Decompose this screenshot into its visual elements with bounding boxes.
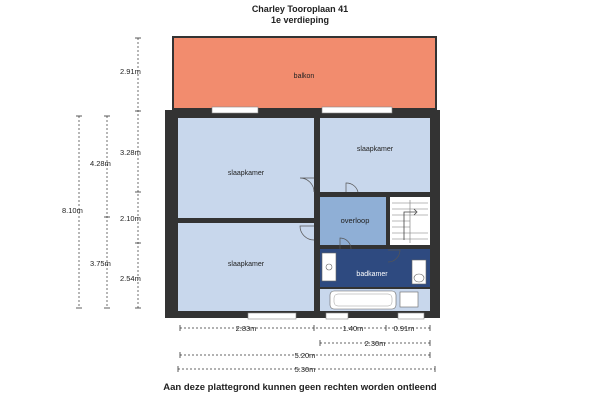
address-title: Charley Tooroplaan 41	[251, 4, 349, 14]
dim-bottom-left: 2.83m	[236, 324, 257, 333]
label-badkamer: badkamer	[356, 271, 388, 278]
overloop-area	[320, 197, 386, 245]
doors	[299, 177, 401, 263]
stairs	[392, 200, 428, 243]
slaapkamer-top-left-area	[178, 118, 314, 218]
dim-inner-mid: 2.10m	[120, 214, 141, 223]
dim-bottom-combined: 2.30m	[365, 339, 386, 348]
badkamer-area	[320, 249, 430, 287]
label-slaapkamer-bottom-left: slaapkamer	[228, 261, 265, 268]
dim-bottom-mid: 1.40m	[343, 324, 364, 333]
dim-bottom-total: 5.30m	[295, 365, 316, 374]
balkon-area	[172, 36, 437, 110]
label-balkon: balkon	[294, 73, 315, 80]
horizontal-dimensions	[178, 327, 435, 370]
floor-title: 1e verdieping	[270, 15, 330, 25]
dim-inner-balkon: 2.91m	[120, 67, 141, 76]
label-slaapkamer-top-left: slaapkamer	[228, 170, 265, 177]
disclaimer: Aan deze plattegrond kunnen geen rechten…	[163, 382, 437, 393]
horizontal-ticks	[177, 325, 436, 372]
label-overloop: overloop	[341, 216, 370, 225]
dim-left-lower: 3.75m	[90, 259, 111, 268]
label-slaapkamer-top-right: slaapkamer	[357, 146, 394, 153]
windows	[211, 106, 425, 320]
slaapkamer-bottom-left-area	[178, 223, 314, 311]
bathroom-fixtures	[321, 252, 427, 310]
dim-left-upper: 4.28m	[90, 159, 111, 168]
vertical-dimensions	[78, 38, 139, 308]
dim-left-total: 8.10m	[62, 206, 83, 215]
dim-bottom-right: 0.91m	[394, 324, 415, 333]
vertical-ticks	[76, 37, 141, 309]
slaapkamer-top-right-area	[320, 118, 430, 192]
dim-inner-room-bottom: 2.54m	[120, 274, 141, 283]
dim-bottom-inner-total: 5.20m	[295, 351, 316, 360]
dim-inner-room-top: 3.28m	[120, 148, 141, 157]
